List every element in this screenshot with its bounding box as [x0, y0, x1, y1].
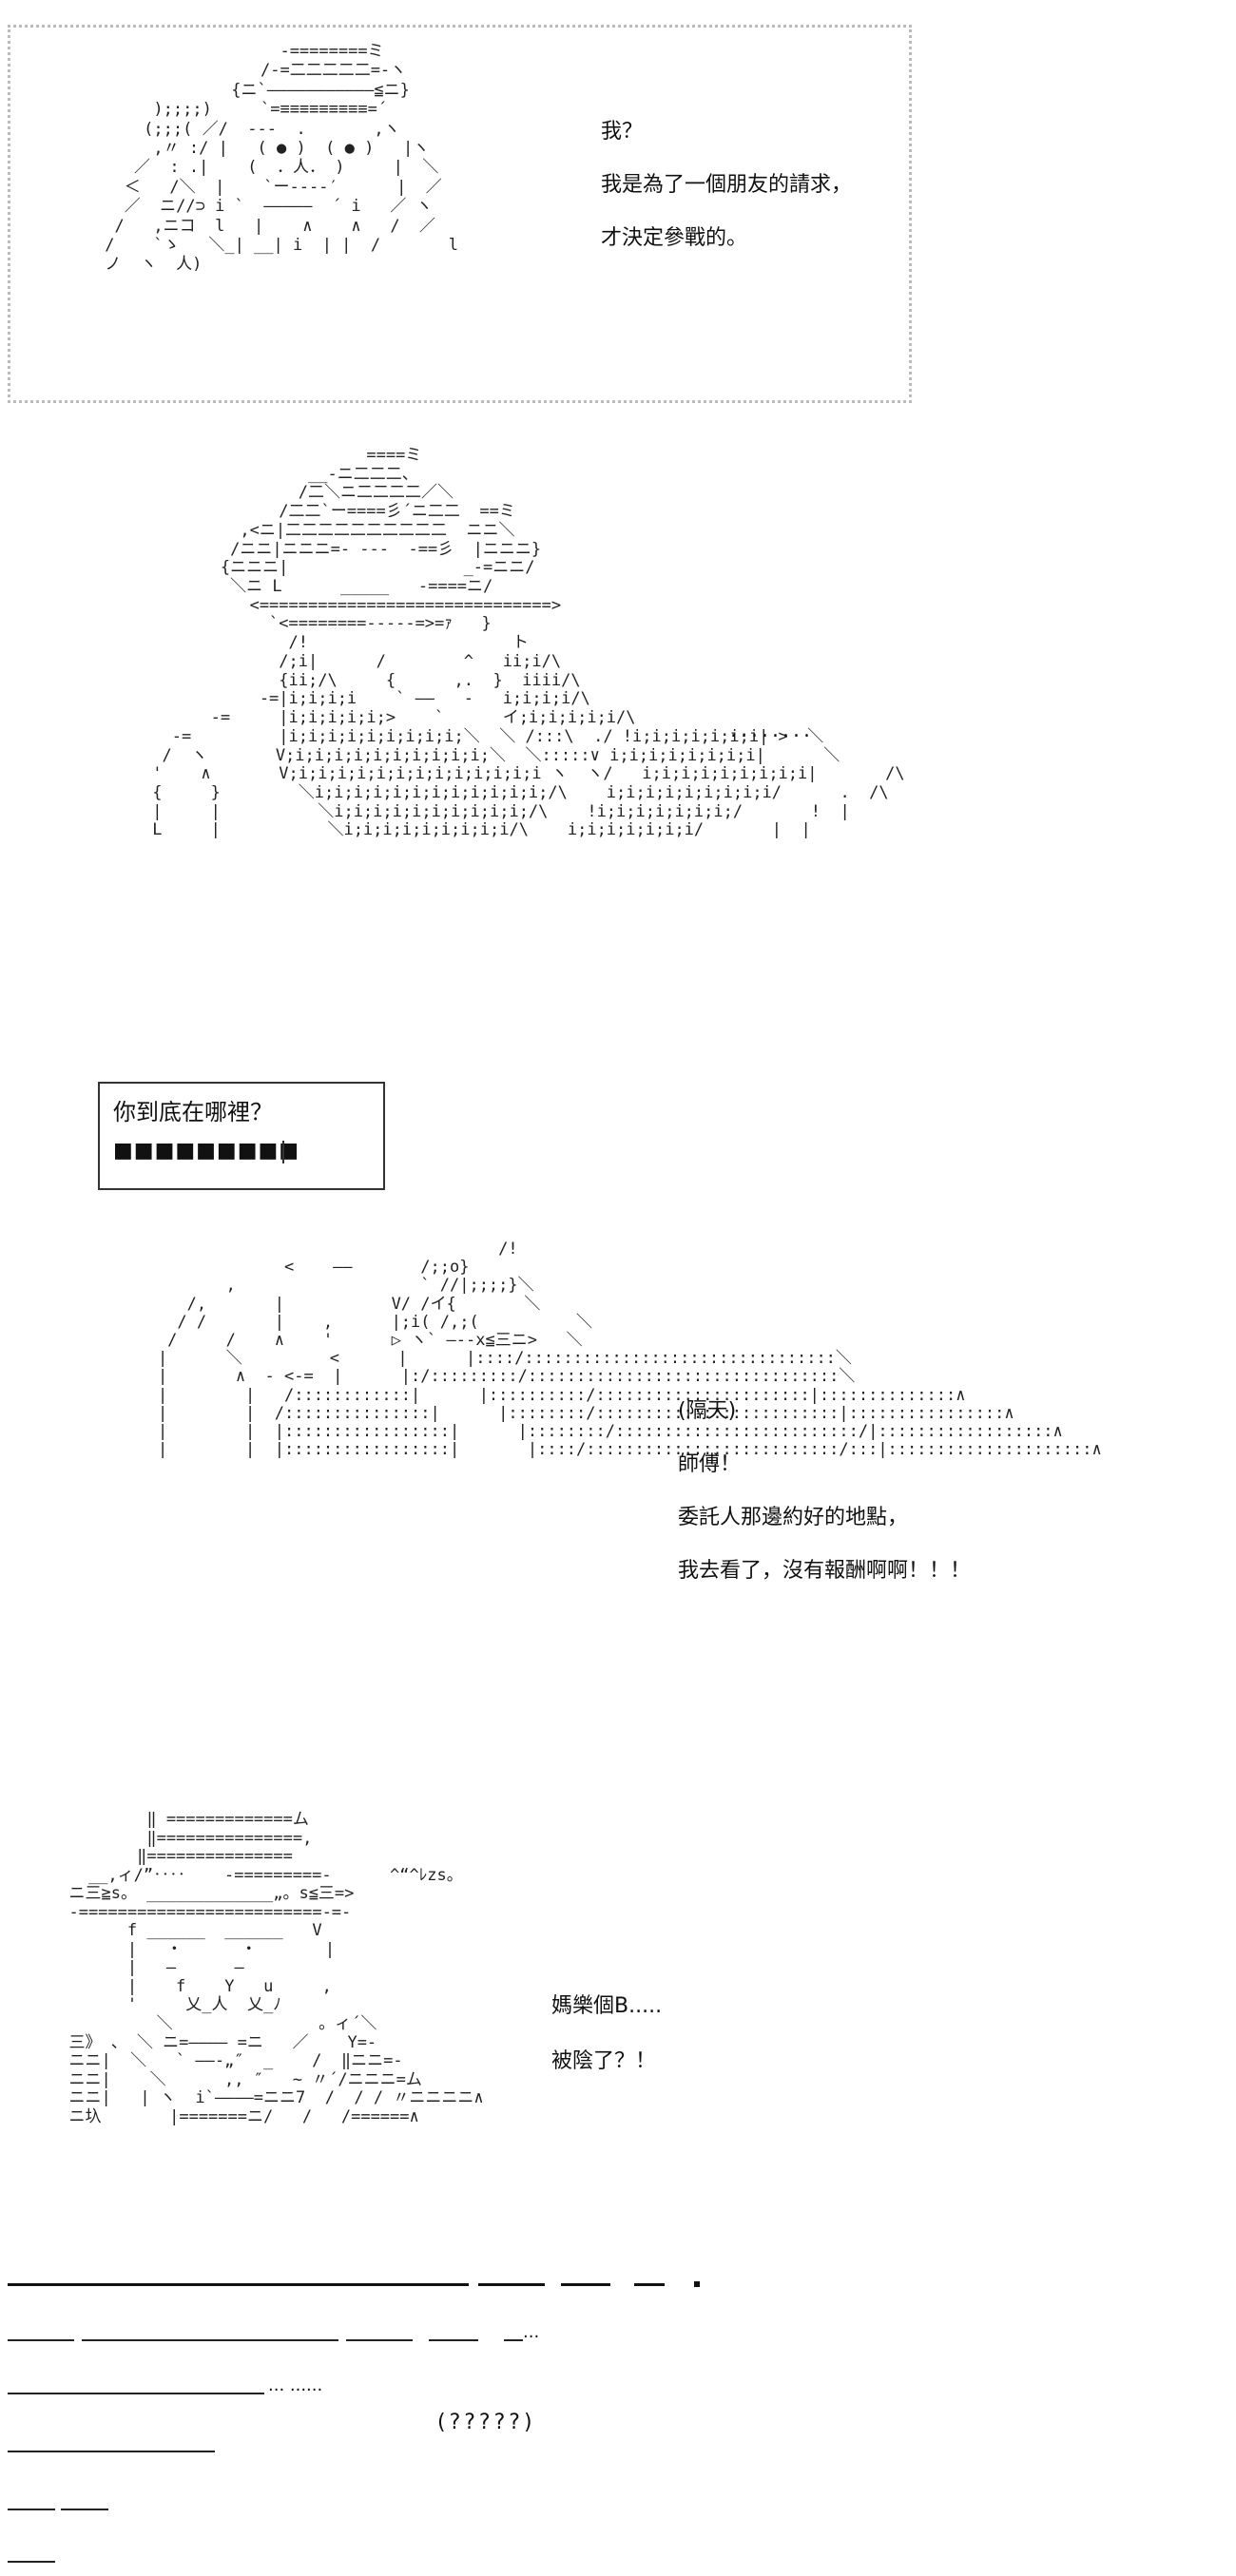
footer-trail-2: ... ...... [268, 2375, 323, 2395]
footer-question-marks: (?????) [437, 2411, 536, 2434]
character-art-hat-thinking: ====ミ __-ニ二二二、 /二＼ニ二二二二／＼ /二二`ー====彡´ニ二二… [152, 446, 905, 840]
panel3-line-3: 委託人那邊約好的地點， [678, 1506, 909, 1529]
panel3-line-4: 我去看了，沒有報酬啊啊！！！ [678, 1559, 972, 1583]
text-cursor [282, 1141, 284, 1163]
scene-frame-1 [8, 25, 912, 403]
panel1-line-2: 我是為了一個朋友的請求， [601, 173, 853, 197]
character-art-straw-hat-front: -========ミ /-=二二二二二=-ヽ {ニ`―――――――――――≦ニ}… [105, 42, 458, 275]
speech-dialog-box: 你到底在哪裡？ ■■■■■■■■■ [98, 1082, 385, 1190]
panel4-line-1: 媽樂個B..... [551, 1994, 663, 2018]
dialog-progress-blocks: ■■■■■■■■■ [113, 1139, 300, 1163]
panel3-line-1: (隔天) [678, 1399, 737, 1423]
panel2-ellipsis: ........ [730, 719, 814, 742]
character-art-hooded-shouting: /! < ―― /;;o} , ` //|;;;;}＼ /, | V/ /イ{ … [157, 1240, 1102, 1460]
panel1-line-1: 我？ [601, 120, 644, 144]
panel1-line-3: 才決定參戰的。 [601, 226, 748, 250]
panel4-line-2: 被陰了？！ [551, 2049, 657, 2073]
footer-trail-1: ... [523, 2322, 540, 2342]
panel3-line-2: 師傅！ [678, 1452, 742, 1476]
character-art-hat-shocked: ‖ =============ム ‖===============, ‖====… [68, 1810, 484, 2126]
dialog-question: 你到底在哪裡？ [113, 1099, 273, 1125]
